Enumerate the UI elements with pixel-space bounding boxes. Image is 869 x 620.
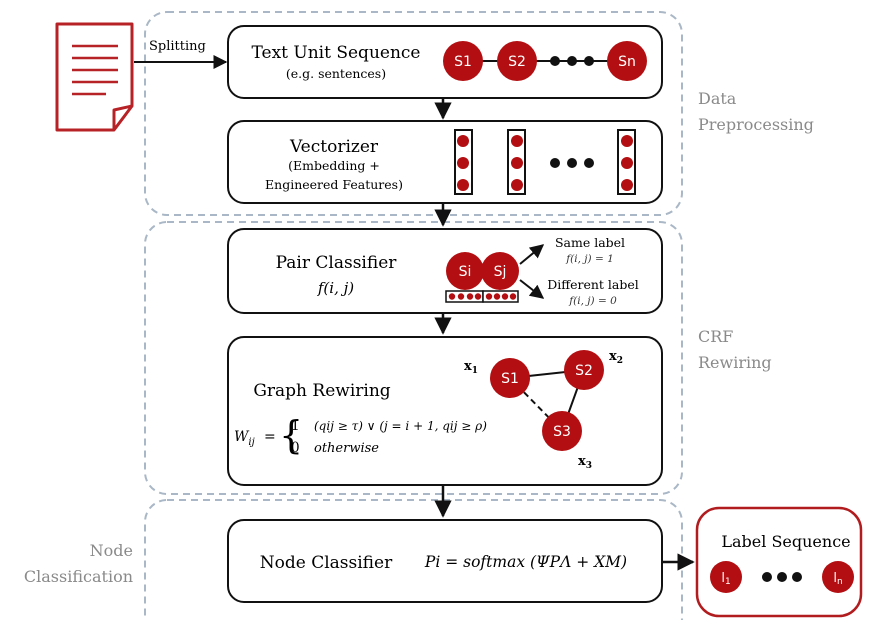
pair-classifier-title: Pair Classifier <box>276 253 398 273</box>
ellipsis-dot <box>550 56 560 66</box>
svg-text:l1: l1 <box>721 571 730 587</box>
rewiring-case1-value: 1 <box>291 418 300 434</box>
seq-node-sn: Sn <box>607 41 647 81</box>
label-node-ln: ln <box>822 561 854 593</box>
text-unit-subtitle: (e.g. sentences) <box>286 66 386 81</box>
pair-classifier-box <box>227 228 663 314</box>
pair-node-sj-label: Sj <box>494 264 507 280</box>
graph-node-s1: S1 <box>490 358 530 398</box>
pair-node-si-label: Si <box>459 264 472 280</box>
feature-label-x3: x3 <box>578 454 592 471</box>
same-label-arrow <box>519 244 545 265</box>
ellipsis-dot <box>584 56 594 66</box>
label-node-l1: l1 <box>710 561 742 593</box>
vectorizer-box <box>227 120 663 204</box>
pair-feature-vector <box>445 290 519 303</box>
rewiring-formula: Wij = { 1 (qij ≥ τ) ∨ (j = i + 1, qij ≥ … <box>234 413 487 457</box>
seq-node-s2-label: S2 <box>508 54 526 70</box>
pair-classifier-formula: f(i, j) <box>317 279 354 297</box>
ellipsis-dot <box>584 158 594 168</box>
feature-label-x1: x1 <box>464 359 478 376</box>
label-sequence-box <box>695 506 863 618</box>
group-label-node: Node <box>90 541 133 560</box>
rewiring-eq: = <box>264 429 276 445</box>
graph-node-s3: S3 <box>542 411 582 451</box>
rewiring-brace: { <box>279 413 303 457</box>
splitting-label: Splitting <box>149 39 206 54</box>
pair-node-sj: Sj <box>481 252 519 290</box>
seq-node-s1: S1 <box>443 41 483 81</box>
vector-column-2 <box>507 129 526 195</box>
vectorizer-subtitle-2: Engineered Features) <box>265 177 403 192</box>
same-label-formula: f(i, j) = 1 <box>565 253 614 265</box>
text-unit-title: Text Unit Sequence <box>252 43 421 63</box>
ellipsis-dot <box>550 158 560 168</box>
rewiring-case1-cond: (qij ≥ τ) ∨ (j = i + 1, qij ≥ ρ) <box>314 419 487 433</box>
group-data-preprocessing <box>144 11 683 216</box>
vector-column-n <box>617 129 636 195</box>
pair-node-si: Si <box>446 252 484 290</box>
ellipsis-dot <box>567 56 577 66</box>
graph-node-s2-label: S2 <box>575 363 593 379</box>
group-label-classification: Classification <box>24 567 133 586</box>
rewiring-w: W <box>234 429 250 445</box>
graph-rewiring-title: Graph Rewiring <box>253 381 390 401</box>
rewiring-case2-value: 0 <box>291 440 300 456</box>
ellipsis-dot <box>777 572 787 582</box>
diff-label-formula: f(i, j) = 0 <box>568 295 617 307</box>
label-sequence-title: Label Sequence <box>721 532 850 551</box>
diff-label-text: Different label <box>547 277 639 292</box>
seq-node-s2: S2 <box>497 41 537 81</box>
node-classifier-title: Node Classifier <box>260 553 393 573</box>
vector-column-1 <box>454 129 473 195</box>
ellipsis-dot <box>792 572 802 582</box>
seq-node-sn-label: Sn <box>618 54 636 70</box>
seq-node-s1-label: S1 <box>454 54 472 70</box>
vectorizer-subtitle-1: (Embedding + <box>288 158 380 173</box>
graph-node-s3-label: S3 <box>553 424 571 440</box>
same-label-text: Same label <box>555 235 625 250</box>
rewiring-case2-cond: otherwise <box>314 441 379 456</box>
node-classifier-formula: Pi = softmax (ΨPΛ + XM) <box>424 553 627 571</box>
group-label-crf: CRF <box>698 327 733 346</box>
graph-node-s2: S2 <box>564 350 604 390</box>
graph-node-s1-label: S1 <box>501 371 519 387</box>
ellipsis-dot <box>567 158 577 168</box>
document-icon <box>55 22 134 132</box>
group-label-data: Data <box>698 89 737 108</box>
group-label-rewiring: Rewiring <box>698 353 772 372</box>
vectorizer-title: Vectorizer <box>289 137 379 157</box>
group-label-preprocessing: Preprocessing <box>698 115 814 134</box>
rewiring-w-sub: ij <box>248 437 254 448</box>
diff-label-arrow <box>519 279 545 299</box>
group-node-classification <box>144 499 683 620</box>
ellipsis-dot <box>762 572 772 582</box>
svg-text:ln: ln <box>833 571 842 587</box>
feature-label-x2: x2 <box>609 349 623 366</box>
group-crf-rewiring <box>144 221 683 495</box>
svg-text:Wij: Wij <box>234 429 255 448</box>
